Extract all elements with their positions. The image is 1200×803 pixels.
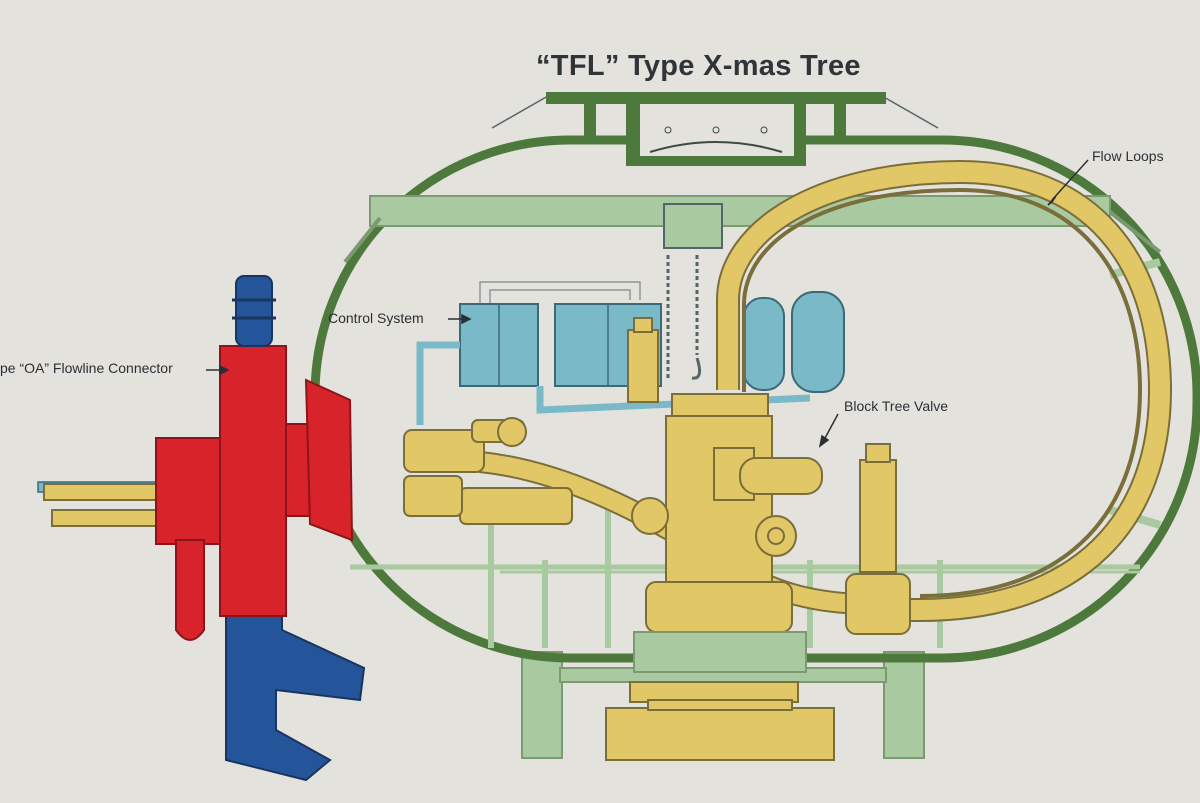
flow-loops-label: Flow Loops [1092,148,1164,164]
callout-leaders [206,159,1089,448]
interior-structure [343,195,1162,648]
block-tree-valve [605,317,911,761]
block-tree-valve-label: Block Tree Valve [844,398,949,414]
flowline-connector [37,275,366,782]
diagram-title: “TFL” Type X-mas Tree [536,50,861,82]
tree-piping [403,417,669,535]
control-system-label: Control System [328,310,424,326]
flowline-connector-label: pe “OA” Flowline Connector [0,360,173,376]
